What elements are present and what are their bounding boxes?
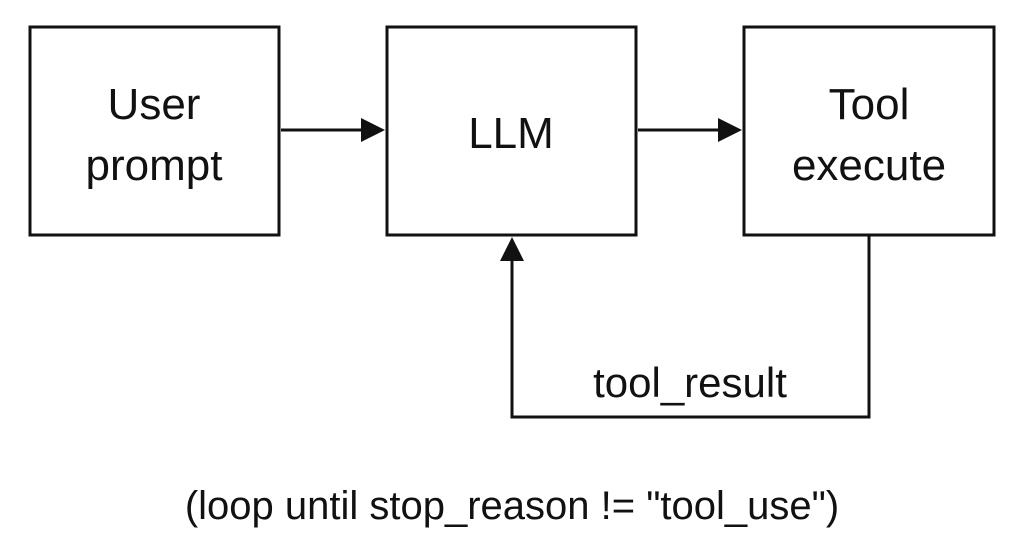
node-llm-label: LLM — [468, 109, 554, 158]
node-user-prompt-label-line2: prompt — [86, 141, 223, 190]
edge-llm-to-tool-execute-arrowhead — [718, 118, 742, 142]
edge-tool-execute-to-llm-arrowhead — [500, 237, 524, 261]
node-user-prompt-label-line1: User — [108, 80, 201, 129]
node-tool-execute-label-line2: execute — [792, 141, 946, 190]
edge-tool-execute-to-llm: tool_result — [500, 236, 871, 419]
edge-tool-result-label: tool_result — [593, 359, 787, 406]
node-tool-execute-label-line1: Tool — [829, 80, 910, 129]
edge-user-prompt-to-llm-arrowhead — [361, 118, 385, 142]
node-llm: LLM — [385, 25, 638, 237]
edge-user-prompt-to-llm — [281, 118, 385, 142]
node-user-prompt-box — [28, 25, 281, 237]
node-tool-execute-box — [742, 25, 996, 237]
edge-llm-to-tool-execute — [638, 118, 742, 142]
node-tool-execute: Tool execute — [742, 25, 996, 237]
diagram-caption: (loop until stop_reason != "tool_use") — [185, 484, 839, 528]
edge-tool-execute-to-llm-line — [510, 236, 871, 419]
node-user-prompt: User prompt — [28, 25, 281, 237]
node-llm-box — [385, 25, 638, 237]
